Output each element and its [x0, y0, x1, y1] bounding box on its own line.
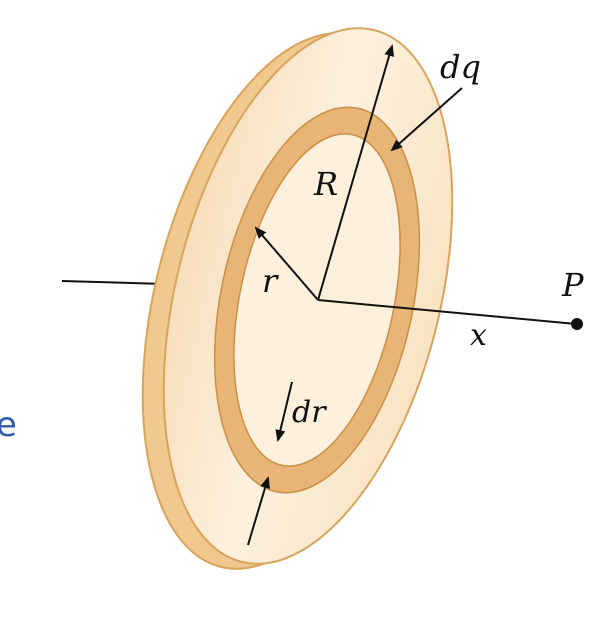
radius-r-arrow: [254, 226, 319, 301]
label-dq: dq: [440, 48, 481, 86]
label-x: x: [470, 318, 487, 353]
edge-text-fragment: e: [0, 405, 17, 445]
axis-line-left: [61, 280, 166, 285]
dq-pointer-arrow: [390, 87, 463, 152]
axis-line-right: [317, 299, 577, 325]
dr-arrow-bottom: [247, 476, 270, 546]
point-p-dot: [571, 318, 583, 330]
label-dr: dr: [292, 395, 327, 430]
radius-R-arrow: [317, 44, 395, 301]
label-P: P: [561, 266, 584, 304]
dr-arrow-top: [275, 381, 293, 442]
label-r: r: [262, 262, 279, 300]
label-R: R: [313, 165, 338, 203]
